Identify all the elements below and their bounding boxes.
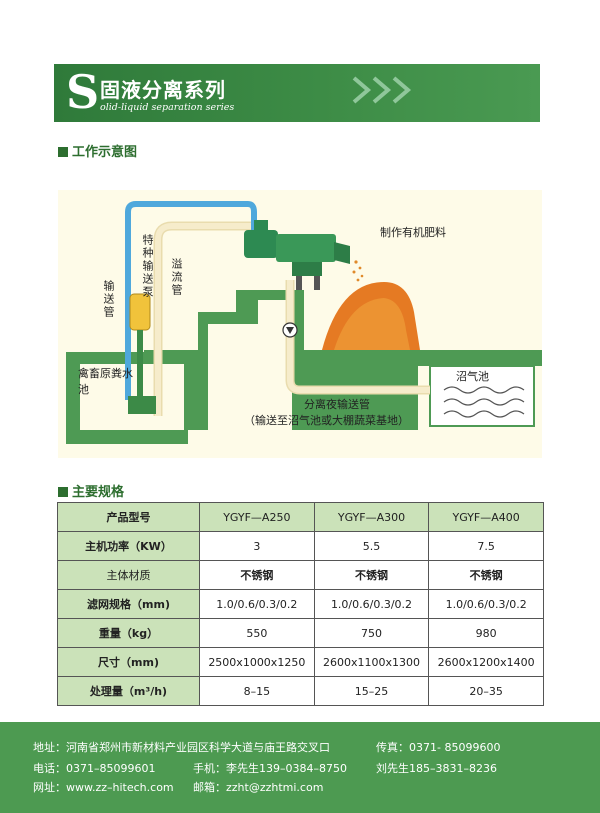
- phone-text: 电话：0371–85099601: [33, 762, 156, 775]
- email-link[interactable]: 邮箱：zzht@zzhtmi.com: [193, 781, 324, 794]
- table-cell: 处理量（m³/h): [57, 676, 200, 706]
- footer-row-1: 地址：河南省郑州市新材料产业园区科学大道与庙王路交叉口 传真：0371- 850…: [33, 739, 500, 755]
- conveying-pipe-label: 输送管: [102, 280, 115, 319]
- table-cell: 1.0/0.6/0.3/0.2: [428, 589, 544, 619]
- table-cell: 550: [199, 618, 315, 648]
- biogas-tank: [429, 365, 535, 427]
- table-cell: YGYF—A300: [313, 502, 430, 532]
- table-cell: 1.0/0.6/0.3/0.2: [313, 589, 430, 619]
- separator-motor: [244, 230, 278, 258]
- fax-text: 传真：0371- 85099600: [376, 741, 501, 754]
- banner-letter: S: [66, 65, 100, 119]
- solid-output-drops: [352, 260, 364, 282]
- mobile2-text: 刘先生185–3831–8236: [376, 762, 497, 775]
- table-cell: YGYF—A400: [428, 502, 544, 532]
- table-cell: 主体材质: [57, 560, 200, 590]
- spec-heading: 主要规格: [58, 481, 124, 500]
- table-cell: 不锈钢: [199, 560, 315, 590]
- table-row: 滤网规格（mm) 1.0/0.6/0.3/0.2 1.0/0.6/0.3/0.2…: [57, 589, 544, 619]
- chevron-arrows-icon: [352, 76, 412, 104]
- table-cell: 不锈钢: [313, 560, 430, 590]
- table-row: 处理量（m³/h) 8–15 15–25 20–35: [57, 676, 544, 706]
- table-row: 重量（kg） 550 750 980: [57, 618, 544, 648]
- mobile-text: 手机：李先生139–0384–8750: [193, 762, 347, 775]
- heading-square-icon: [58, 487, 68, 497]
- pump-base: [128, 396, 156, 414]
- table-cell: 尺寸（mm): [57, 647, 200, 677]
- banner-subtitle: olid-liquid separation series: [100, 102, 235, 113]
- banner-title: 固液分离系列: [100, 78, 226, 102]
- table-cell: 2500x1000x1250: [199, 647, 315, 677]
- table-cell: 980: [428, 618, 544, 648]
- table-header-row: 产品型号 YGYF—A250 YGYF—A300 YGYF—A400: [57, 502, 544, 532]
- footer-row-3: 网址：www.zz–hitech.com 邮箱：zzht@zzhtmi.com: [33, 779, 593, 795]
- website-link[interactable]: 网址：www.zz–hitech.com: [33, 781, 174, 794]
- contact-footer: 地址：河南省郑州市新材料产业园区科学大道与庙王路交叉口 传真：0371- 850…: [0, 722, 600, 813]
- footer-row-2: 电话：0371–85099601 手机：李先生139–0384–8750 刘先生…: [33, 760, 593, 776]
- fertilizer-label: 制作有机肥料: [380, 226, 446, 239]
- table-cell: 不锈钢: [428, 560, 544, 590]
- table-row: 尺寸（mm) 2500x1000x1250 2600x1100x1300 260…: [57, 647, 544, 677]
- table-cell: 8–15: [199, 676, 315, 706]
- table-cell: 750: [313, 618, 430, 648]
- series-banner: S 固液分离系列 olid-liquid separation series: [54, 64, 540, 122]
- table-cell: 2600x1200x1400: [428, 647, 544, 677]
- process-diagram: 特种输送泵 溢流管 输送管 禽畜原粪水池 制作有机肥料 沼气池 分离夜输送管 （…: [58, 190, 542, 458]
- process-diagram-svg: [66, 201, 542, 444]
- table-cell: 7.5: [428, 531, 544, 561]
- table-cell: YGYF—A250: [199, 502, 315, 532]
- inner-pit: [208, 324, 292, 430]
- table-cell: 1.0/0.6/0.3/0.2: [199, 589, 315, 619]
- table-cell: 重量（kg）: [57, 618, 200, 648]
- overflow-pipe-label: 溢流管: [170, 258, 183, 297]
- transfer-pump: [129, 293, 151, 331]
- table-cell: 20–35: [428, 676, 544, 706]
- table-cell: 主机功率（KW）: [57, 531, 200, 561]
- spec-table: 产品型号 YGYF—A250 YGYF—A300 YGYF—A400 主机功率（…: [57, 502, 544, 706]
- raw-pool-label: 禽畜原粪水池: [78, 367, 133, 396]
- diagram-heading: 工作示意图: [58, 141, 137, 160]
- ground-wall: [66, 290, 542, 444]
- table-row: 主机功率（KW） 3 5.5 7.5: [57, 531, 544, 561]
- table-cell: 滤网规格（mm): [57, 589, 200, 619]
- conveying-pipe: [125, 201, 257, 400]
- separated-pipe-note: （输送至沼气池或大棚蔬菜基地）: [244, 414, 409, 427]
- table-cell: 15–25: [313, 676, 430, 706]
- biogas-label: 沼气池: [456, 370, 489, 383]
- table-row: 主体材质 不锈钢 不锈钢 不锈钢: [57, 560, 544, 590]
- pump-label: 特种输送泵: [141, 234, 154, 299]
- heading-square-icon: [58, 147, 68, 157]
- table-cell: 产品型号: [57, 502, 200, 532]
- table-cell: 3: [199, 531, 315, 561]
- table-cell: 2600x1100x1300: [313, 647, 430, 677]
- separator-body: [276, 234, 336, 262]
- address-text: 地址：河南省郑州市新材料产业园区科学大道与庙王路交叉口: [33, 741, 330, 754]
- separated-pipe-label: 分离夜输送管: [304, 398, 370, 411]
- table-cell: 5.5: [313, 531, 430, 561]
